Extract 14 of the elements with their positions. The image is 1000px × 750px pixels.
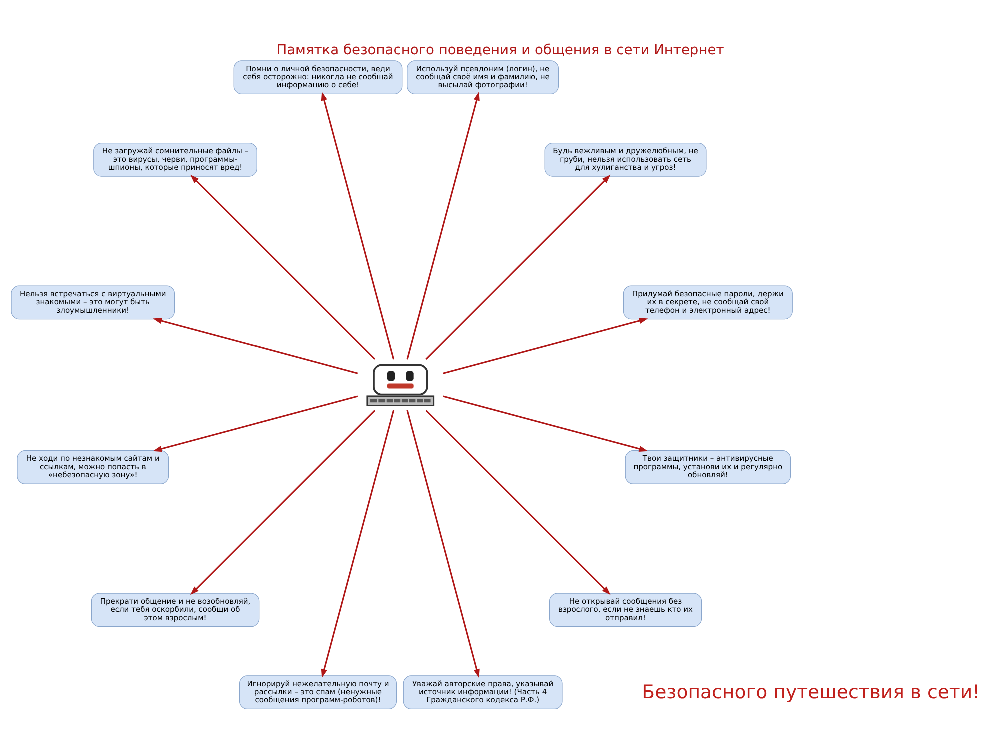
arrow [442,396,648,452]
arrow [190,174,376,360]
arrow [406,410,480,678]
diagram-title: Памятка безопасного поведения и общения в сети Интернет [276,42,724,58]
arrow [152,396,358,452]
caption: Безопасного путешествия в сети! [642,682,980,704]
arrow [406,92,480,360]
arrow [442,318,648,374]
arrow [190,410,376,596]
arrow [320,92,394,360]
arrow [425,174,610,360]
arrow [425,410,610,596]
arrow [152,318,358,374]
arrow [320,410,394,678]
